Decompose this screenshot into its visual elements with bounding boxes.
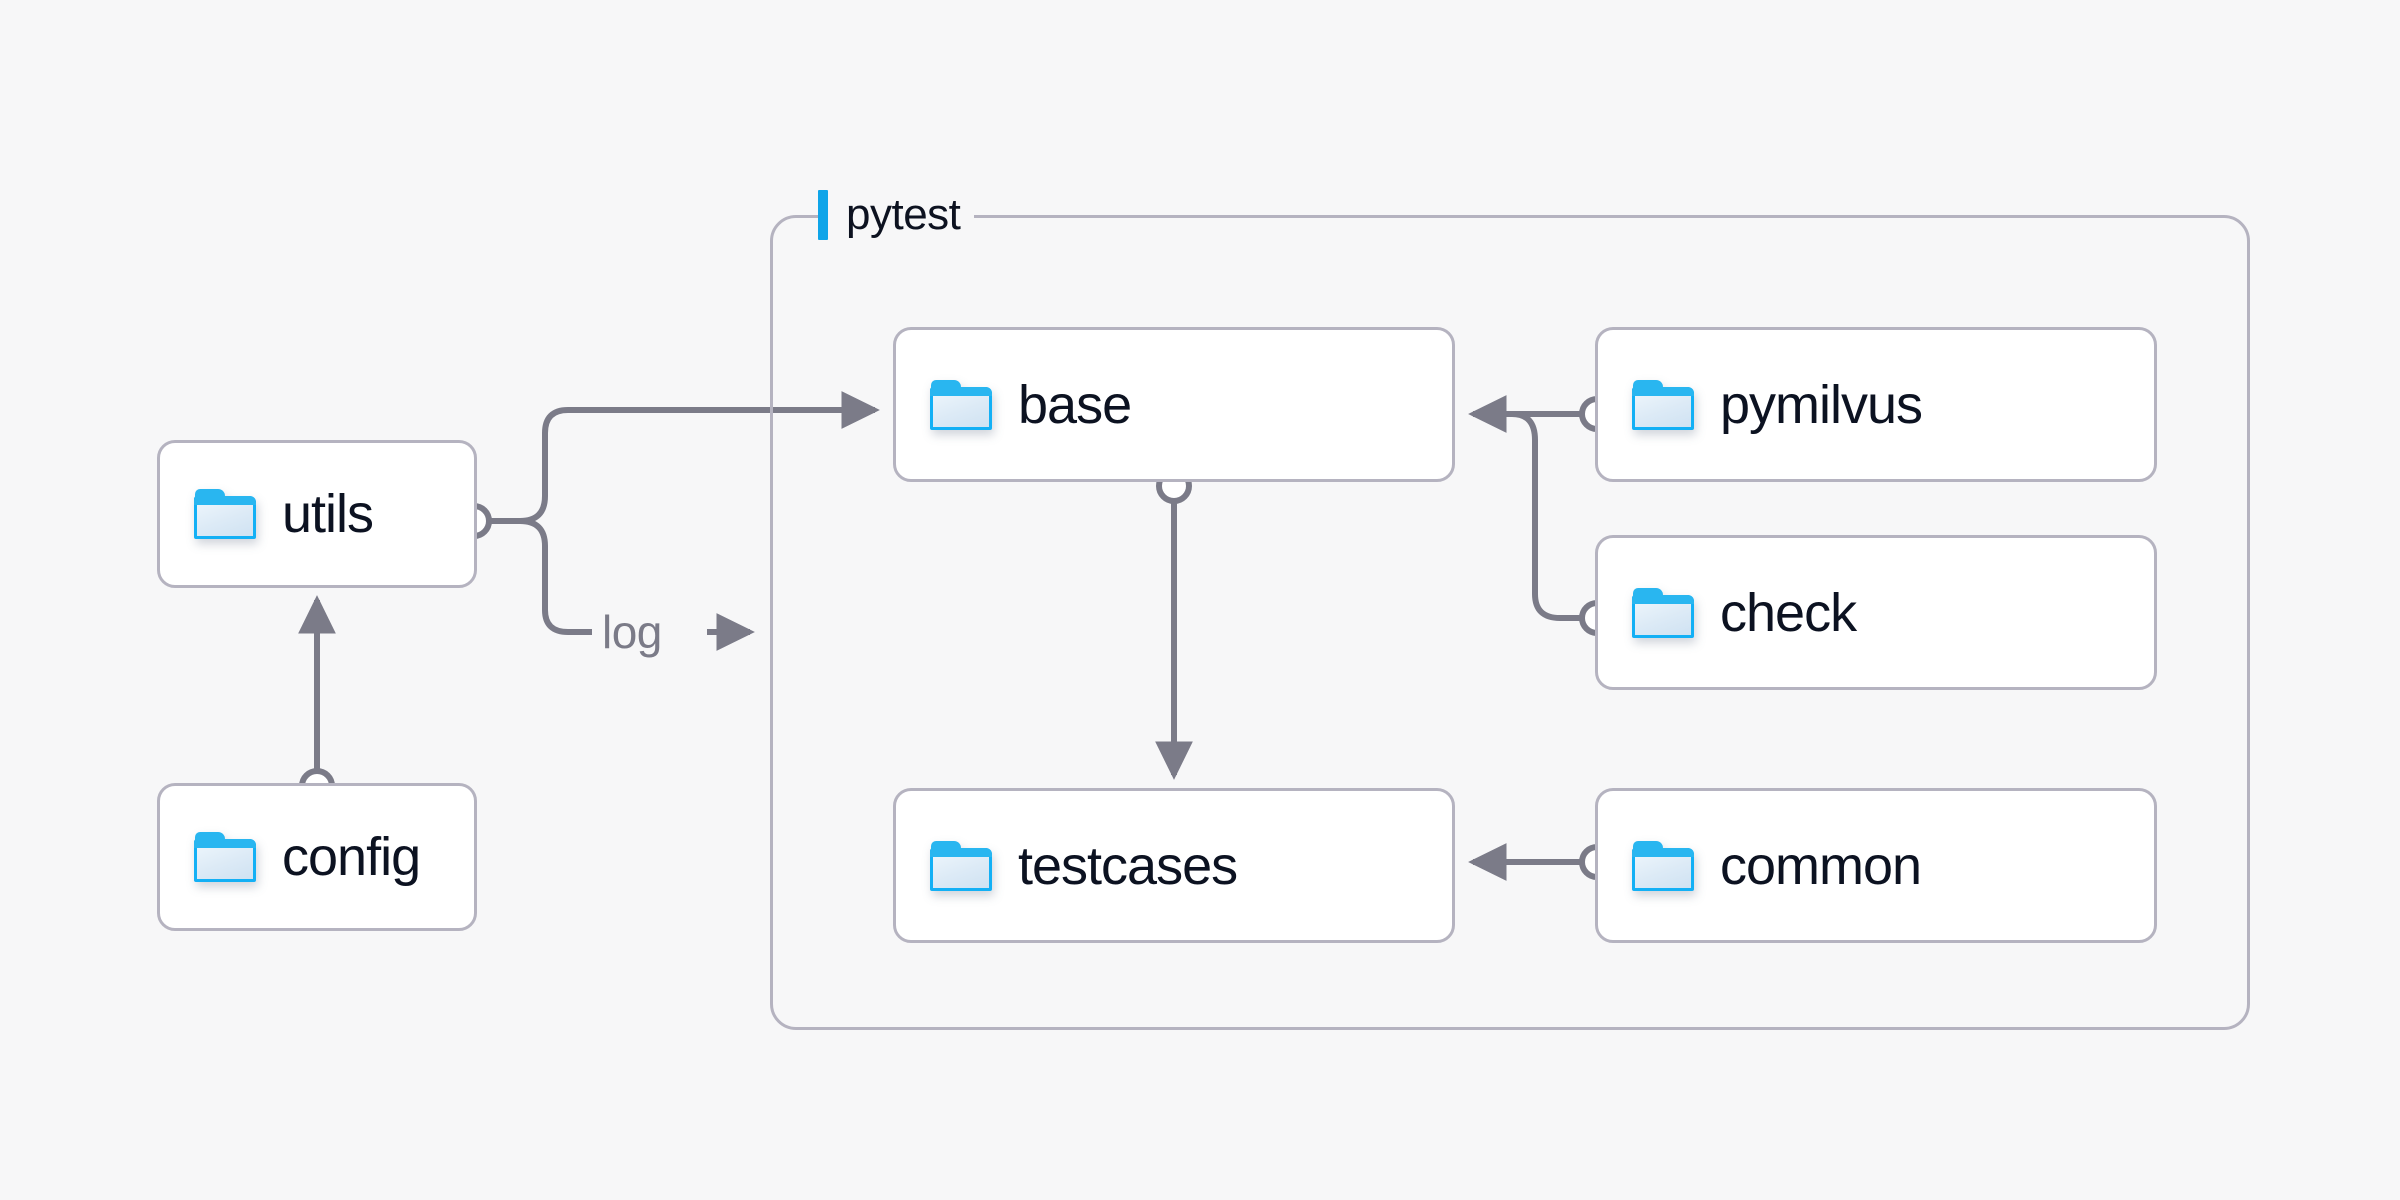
edge-label-log: log (602, 606, 662, 658)
group-pytest-title: pytest (846, 190, 961, 239)
folder-icon (194, 489, 256, 539)
folder-icon (930, 379, 992, 430)
node-common-label: common (1720, 835, 1922, 896)
node-common[interactable]: common (1595, 788, 2157, 943)
node-testcases-label: testcases (1018, 835, 1238, 896)
node-base-label: base (1018, 374, 1132, 435)
folder-icon (930, 840, 992, 891)
node-pymilvus[interactable]: pymilvus (1595, 327, 2157, 482)
node-testcases[interactable]: testcases (893, 788, 1455, 943)
edge-check-to-base (1473, 411, 1586, 621)
group-pytest[interactable] (770, 215, 2250, 1030)
folder-icon (1632, 587, 1694, 638)
edge-utils-to-base (519, 391, 880, 524)
node-utils[interactable]: utils (157, 440, 477, 588)
node-base[interactable]: base (893, 327, 1455, 482)
node-config-label: config (282, 827, 421, 887)
accent-bar-icon (818, 190, 828, 240)
node-check[interactable]: check (1595, 535, 2157, 690)
node-check-label: check (1720, 582, 1857, 643)
group-pytest-label: pytest (818, 187, 975, 243)
edge-utils-to-log (519, 518, 592, 635)
folder-icon (1632, 379, 1694, 430)
node-utils-label: utils (282, 484, 374, 544)
node-config[interactable]: config (157, 783, 477, 931)
folder-icon (1632, 840, 1694, 891)
folder-icon (194, 832, 256, 882)
node-pymilvus-label: pymilvus (1720, 374, 1923, 435)
